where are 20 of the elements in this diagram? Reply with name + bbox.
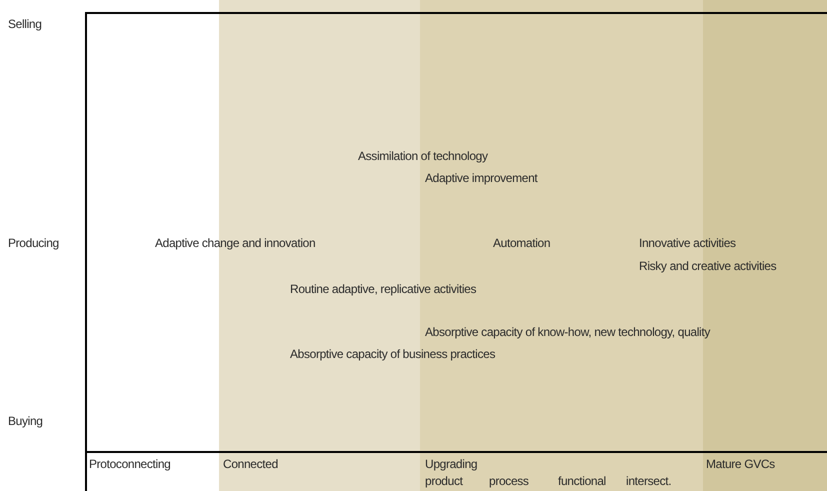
upgrading-type-label: intersect.: [626, 474, 672, 488]
stage-label: Protoconnecting: [89, 457, 170, 471]
activity-label: Assimilation of technology: [358, 149, 488, 163]
activity-label: Adaptive improvement: [425, 171, 538, 185]
activity-label: Absorptive capacity of know-how, new technology, quality: [425, 325, 710, 339]
upgrading-type-label: process: [489, 474, 529, 488]
activity-label: Automation: [493, 236, 550, 250]
activity-label: Innovative activities: [639, 236, 736, 250]
upgrading-type-label: functional: [558, 474, 606, 488]
activity-label: Absorptive capacity of business practices: [290, 347, 496, 361]
stage-label: Upgrading: [425, 457, 478, 471]
stage-label: Connected: [223, 457, 278, 471]
activity-label: Adaptive change and innovation: [155, 236, 316, 250]
axis-label: Selling: [8, 17, 42, 31]
upgrading-type-label: product: [425, 474, 463, 488]
stage-label: Mature GVCs: [706, 457, 775, 471]
axis-label: Producing: [8, 236, 59, 250]
activity-label: Risky and creative activities: [639, 259, 776, 273]
axis-label: Buying: [8, 414, 43, 428]
activity-label: Routine adaptive, replicative activities: [290, 282, 476, 296]
